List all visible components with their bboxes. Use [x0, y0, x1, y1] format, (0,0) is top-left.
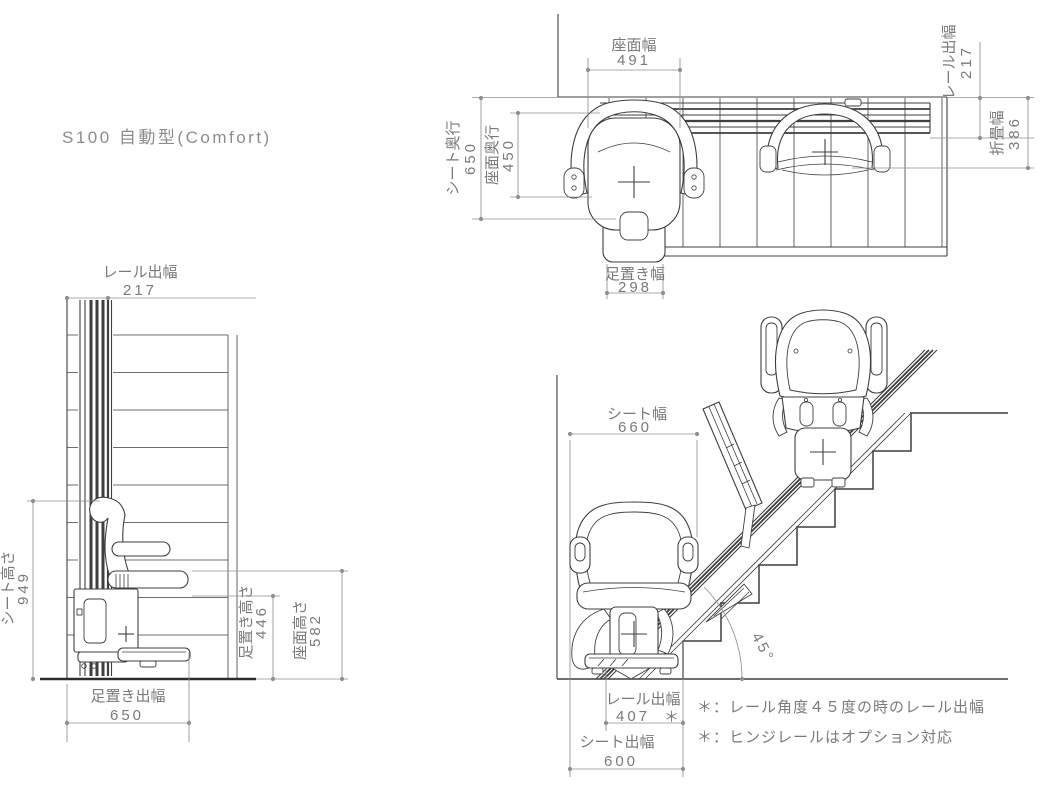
dim-footrest-width-label: 足置き幅: [605, 266, 665, 283]
seat-cushion-front: [576, 582, 692, 610]
dim-footrest-width-value: 298: [618, 279, 652, 296]
plan-view: 座面幅 491 シート奥行 650 座面奥行 450 足置き幅 298: [445, 14, 1034, 299]
dim-seat-depth-label: シート奥行: [445, 120, 462, 195]
front-chair-side-view: [73, 496, 191, 669]
dim-rail-projection-label: レール出幅: [941, 24, 958, 99]
stair-view: シート幅 660 レール出幅 407 ＊ シート出幅 600 45° ＊：レール…: [556, 309, 1008, 777]
dim-footrest-depth-label: 足置き出幅: [90, 688, 165, 705]
dim-seat-width-label: 座面幅: [611, 37, 656, 54]
dim-seat-height-value: 949: [15, 571, 32, 605]
dim-footrest-height-label: 足置き高さ: [238, 584, 255, 659]
stair-chair-lower: [569, 501, 699, 680]
dim-footrest-depth-value: 650: [110, 707, 144, 724]
dim-seat-width-stair-label: シート幅: [607, 406, 667, 423]
dim-rail-projection-front-label: レール出幅: [102, 264, 177, 281]
plan-chair-folded: [759, 98, 891, 176]
dim-rail-projection-stair-label: レール出幅: [605, 691, 680, 708]
armrest-side: [111, 541, 171, 557]
stair-chair-upper: [760, 309, 888, 488]
dim-seat-width-stair-value: 660: [618, 419, 652, 436]
armrest-tip-left: [563, 167, 585, 199]
dim-rail-projection-value: 217: [958, 45, 975, 79]
dim-cushion-depth-value: 450: [500, 138, 517, 172]
stair-dimensions: シート幅 660 レール出幅 407 ＊ シート出幅 600 45° ＊：レール…: [567, 406, 985, 772]
dim-folded-width-value: 386: [1006, 116, 1023, 150]
dim-seat-height-label: シート高さ: [0, 550, 17, 625]
hinge-rail-folded: [702, 401, 763, 623]
plan-chair-open: [563, 99, 705, 263]
front-view: レール出幅 217 シート高さ 949 足置き高さ 446 座面高さ 582: [0, 264, 348, 742]
front-wall-and-stairs: [40, 298, 256, 681]
note-hinge-rail: ＊：ヒンジレールはオプション対応: [697, 729, 953, 746]
dim-rail-projection-front-value: 217: [123, 282, 157, 299]
angle-arc: [703, 586, 743, 680]
note-rail-projection: ＊：レール角度４５度の時のレール出幅: [697, 699, 985, 716]
dim-cushion-depth-label: 座面奥行: [484, 125, 501, 185]
dim-seat-projection-value: 600: [604, 753, 638, 770]
dim-cushion-height-label: 座面高さ: [292, 600, 309, 660]
armrest-tip-right: [683, 167, 705, 199]
dim-seat-width-value: 491: [617, 52, 651, 69]
footplate-side: [117, 647, 191, 662]
backrest-side: [89, 496, 132, 585]
plan-dimensions: 座面幅 491 シート奥行 650 座面奥行 450 足置き幅 298: [445, 24, 1034, 299]
dim-rail-angle-value: 45°: [748, 630, 778, 666]
dim-cushion-height-value: 582: [307, 613, 324, 647]
front-dimensions: レール出幅 217 シート高さ 949 足置き高さ 446 座面高さ 582: [0, 264, 348, 742]
dim-rail-projection-note-mark: ＊: [664, 709, 679, 726]
dim-folded-width-label: 折畳幅: [989, 110, 1006, 155]
dim-seat-projection-label: シート出幅: [579, 734, 654, 751]
footplate-front: [584, 653, 679, 669]
dim-seat-depth-value: 650: [462, 141, 479, 175]
drawing-title: S100 自動型(Comfort): [62, 128, 272, 147]
dim-rail-projection-stair-value: 407: [616, 708, 650, 725]
dim-footrest-height-value: 446: [253, 605, 270, 639]
